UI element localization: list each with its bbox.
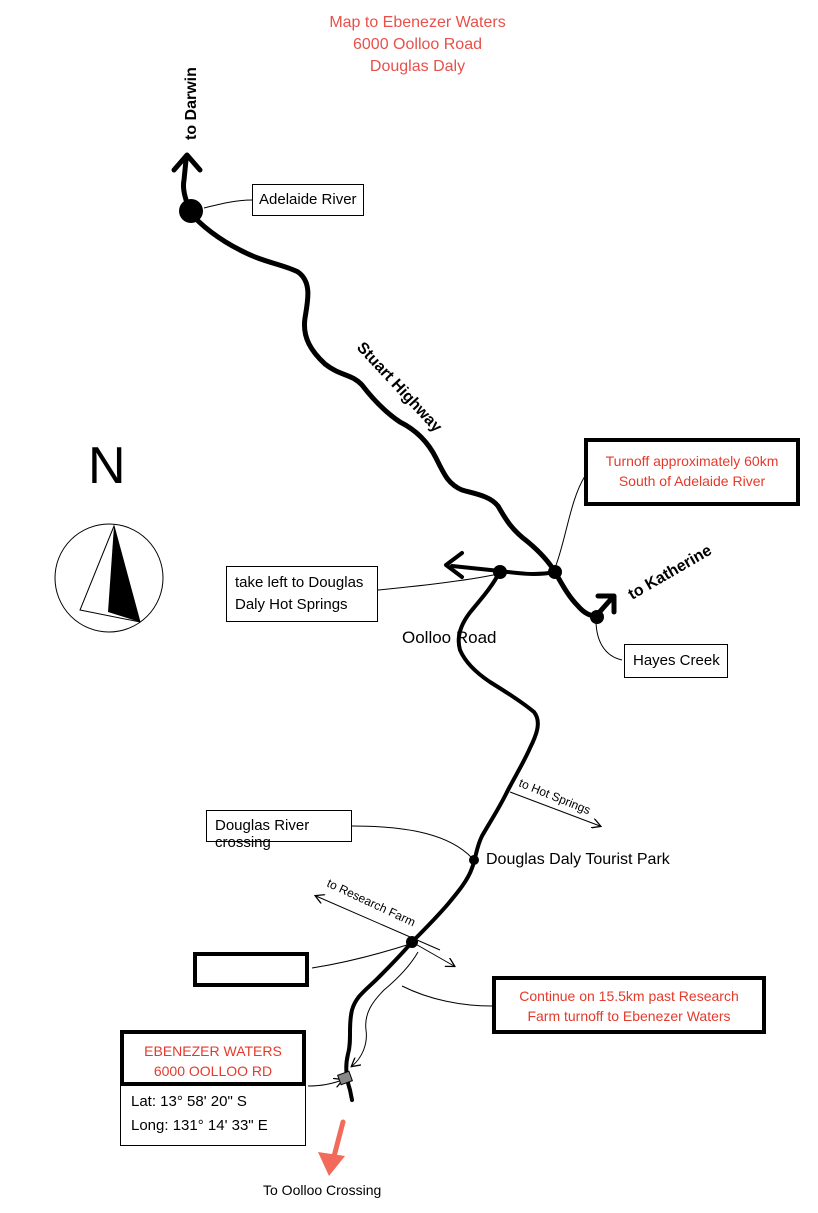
take-left-note-line2: Daly Hot Springs — [235, 596, 348, 613]
adelaide-river-marker — [179, 199, 203, 223]
hayes-creek-label-box: Hayes Creek — [624, 644, 728, 678]
research-farm-east-arrow — [411, 941, 454, 966]
map-title-line2: 6000 Oolloo Road — [353, 36, 482, 53]
map-title-line3: Douglas Daly — [369, 58, 466, 75]
compass-circle — [54, 523, 164, 633]
turn-left-junction-marker — [493, 565, 507, 579]
turnoff-note-box: Turnoff approximately 60km South of Adel… — [584, 438, 800, 506]
turnoff-note-line1: Turnoff approximately 60km — [605, 453, 779, 469]
turnoff-leader — [554, 475, 586, 569]
continue-note-line2: Farm turnoff to Ebenezer Waters — [527, 1008, 731, 1024]
blank-box-leader — [311, 943, 411, 969]
destination-title-box: EBENEZER WATERS 6000 OOLLOO RD — [120, 1030, 306, 1086]
destination-address: 6000 OOLLOO RD — [153, 1063, 273, 1079]
turnoff-note-line2: South of Adelaide River — [618, 473, 766, 489]
to-oolloo-crossing-arrow-icon — [318, 1152, 345, 1176]
to-hot-springs-label: to Hot Springs — [517, 776, 593, 817]
map-title-line1: Map to Ebenezer Waters — [329, 14, 506, 31]
turnoff-junction-marker — [548, 565, 562, 579]
to-research-farm-arrow — [316, 896, 441, 951]
adelaide-river-label-box: Adelaide River — [252, 184, 364, 216]
to-hot-springs-arrow — [509, 791, 600, 826]
continue-guide-line — [352, 951, 419, 1066]
to-darwin-label: to Darwin — [183, 67, 200, 140]
hayes-creek-label: Hayes Creek — [633, 652, 720, 669]
compass-needle-dark-icon — [108, 526, 140, 622]
to-katherine-label: to Katherine — [626, 542, 715, 603]
hayes-creek-marker — [590, 610, 604, 624]
oolloo-road — [344, 569, 540, 1102]
continue-leader — [401, 985, 493, 1007]
continue-note-box: Continue on 15.5km past Research Farm tu… — [492, 976, 766, 1034]
take-left-note-line1: take left to Douglas — [235, 574, 364, 591]
research-farm-junction-marker — [406, 936, 418, 948]
to-oolloo-crossing-label: To Oolloo Crossing — [263, 1182, 382, 1198]
destination-name: EBENEZER WATERS — [144, 1043, 282, 1059]
tourist-park-label: Douglas Daly Tourist Park — [486, 851, 670, 868]
map-title: Map to Ebenezer Waters 6000 Oolloo Road … — [300, 12, 535, 78]
compass-north-label: N — [88, 437, 126, 495]
destination-long: Long: 131° 14' 33" E — [131, 1117, 268, 1134]
take-left-leader — [377, 573, 499, 591]
oolloo-road-label: Oolloo Road — [402, 628, 497, 647]
ebenezer-waters-marker — [337, 1070, 353, 1086]
douglas-river-leader — [351, 825, 473, 859]
turn-left-arrow-icon — [444, 551, 464, 579]
stuart-highway-road — [187, 209, 599, 619]
continue-note-line1: Continue on 15.5km past Research — [519, 988, 739, 1004]
to-research-farm-label: to Research Farm — [325, 876, 418, 929]
douglas-river-crossing-box: Douglas River crossing — [206, 810, 352, 851]
to-katherine-arrow-icon — [595, 593, 617, 615]
adelaide-river-label: Adelaide River — [259, 191, 357, 208]
to-darwin-arrow-icon — [171, 152, 203, 173]
destination-leader — [307, 1080, 342, 1086]
empty-label-box — [193, 952, 309, 987]
douglas-river-crossing-label: Douglas River crossing — [215, 817, 310, 851]
destination-lat: Lat: 13° 58' 20" S — [131, 1093, 247, 1110]
tourist-park-marker — [469, 855, 479, 865]
take-left-note-box: take left to Douglas Daly Hot Springs — [226, 566, 378, 622]
destination-box: EBENEZER WATERS 6000 OOLLOO RD Lat: 13° … — [120, 1030, 306, 1146]
hayes-creek-leader — [595, 619, 623, 661]
adelaide-river-leader — [203, 199, 253, 209]
